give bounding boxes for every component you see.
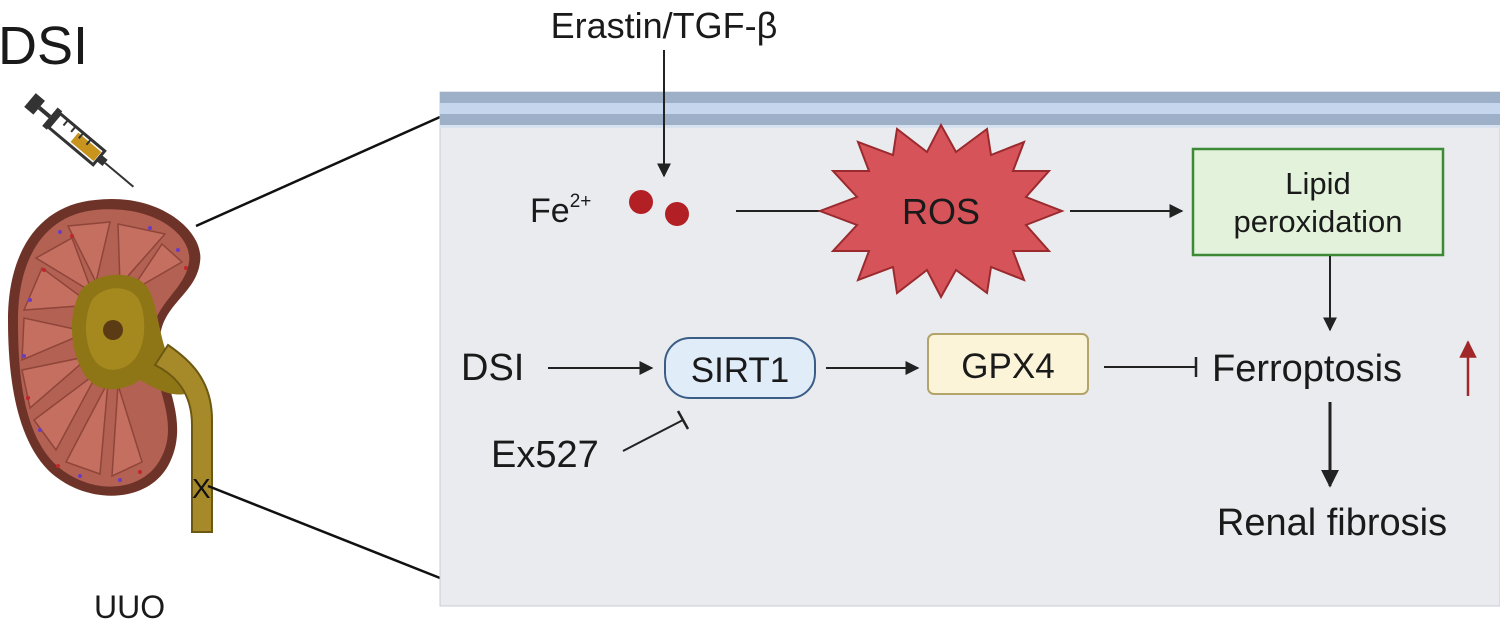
- gpx4-box: [927, 333, 1089, 395]
- lipid-label-line1: Lipid: [1285, 166, 1351, 201]
- left-title: DSI: [0, 16, 88, 76]
- stimulus-label: Erastin/TGF-β: [551, 5, 778, 46]
- membrane-inner: [440, 114, 1500, 125]
- zoom-line-bottom: [207, 484, 441, 580]
- kidney-icon: [8, 198, 213, 533]
- membrane-middle: [440, 103, 1500, 114]
- lipid-peroxidation-box: [1191, 147, 1445, 257]
- kidney-caption: UUO: [94, 589, 165, 625]
- gpx4-label: GPX4: [961, 347, 1054, 386]
- iron-charge: 2+: [570, 191, 592, 212]
- outcome-label: Renal fibrosis: [1217, 502, 1447, 544]
- iron-dot: [665, 202, 689, 226]
- membrane-outer: [440, 92, 1500, 103]
- ligation-mark: X: [192, 473, 211, 504]
- iron-label: Fe2+: [530, 191, 591, 230]
- iron-dot: [629, 190, 653, 214]
- sirt1-box: [664, 337, 816, 399]
- ros-label: ROS: [902, 191, 980, 232]
- ex527-inhibits-sirt1: [622, 419, 684, 452]
- sirt1-label: SIRT1: [691, 351, 790, 390]
- zoom-line-top: [195, 115, 441, 228]
- ferroptosis-label: Ferroptosis: [1212, 348, 1402, 390]
- syringe-icon: [24, 93, 135, 188]
- ex527-inhibition-bar: [676, 410, 690, 430]
- inhibitor-label: Ex527: [491, 434, 599, 476]
- dsi-label: DSI: [461, 347, 524, 389]
- ros-burst: [817, 122, 1065, 300]
- membrane-edge: [440, 125, 1500, 128]
- lipid-label-line2: peroxidation: [1234, 204, 1403, 239]
